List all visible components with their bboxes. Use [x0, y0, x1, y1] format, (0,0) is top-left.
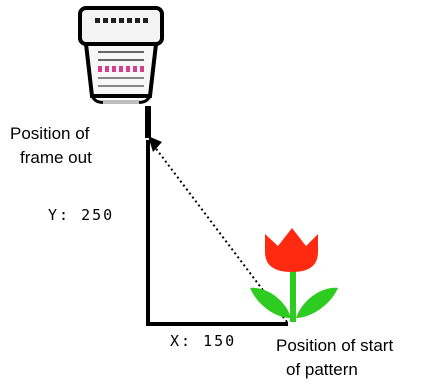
frame-out-label-line2: frame out — [20, 148, 92, 167]
y-offset-label: Y: 250 — [48, 206, 115, 224]
needle-icon — [145, 106, 151, 138]
x-offset-label: X: 150 — [170, 332, 237, 350]
embroidery-machine-icon — [78, 6, 164, 104]
start-label-line2: of pattern — [286, 360, 358, 379]
tulip-icon — [250, 228, 338, 322]
arrow-head-icon — [148, 136, 162, 152]
start-label-line1: Position of start — [276, 336, 394, 355]
frame-out-label-line1: Position of — [10, 124, 90, 143]
